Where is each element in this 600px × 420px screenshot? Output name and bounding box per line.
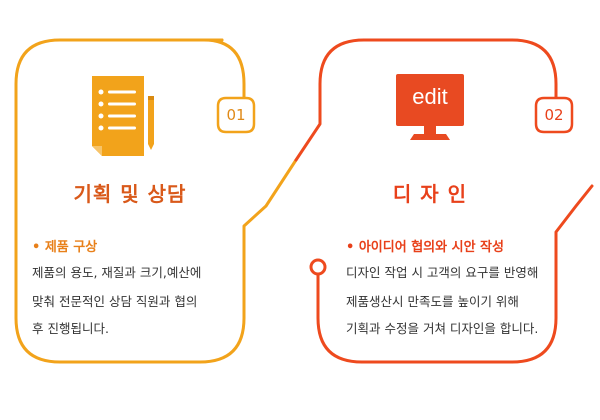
card-2-outline-bottom [316, 184, 594, 364]
card-body-line: 제품의 용도, 재질과 크기,예산에 [32, 265, 202, 280]
monitor-edit-label: edit [412, 84, 448, 109]
card-1-outline [14, 38, 298, 364]
step-number-02: 02 [544, 106, 564, 124]
card-planning: 01 기획 및 상담 • 제품 구상 제품의 용도, 재질과 크기,예산에 맞춰… [32, 72, 246, 336]
card-body-line: 제품생산시 만족도를 높이기 위해 [346, 294, 519, 309]
card-body-line: 디자인 작업 시 고객의 요구를 반영해 [346, 265, 539, 280]
card-1-outline-top [203, 38, 246, 112]
card-body-line: 후 진행됩니다. [32, 321, 109, 336]
monitor-edit-icon: edit [396, 74, 464, 144]
card-2-outline [294, 38, 558, 162]
card-body-line: 기획과 수정을 거쳐 디자인을 합니다. [346, 321, 539, 336]
badge-2-frame [534, 96, 574, 134]
card-title-design: 디 자 인 [392, 182, 468, 206]
card-2-outline-dot [309, 258, 327, 276]
card-subhead-design: • 아이디어 협의와 시안 작성 [346, 240, 504, 255]
document-list-pen-icon [92, 72, 158, 156]
card-body-line: 맞춰 전문적인 상담 직원과 협의 [32, 294, 198, 309]
card-subhead-planning: • 제품 구상 [32, 240, 98, 255]
card-title-planning: 기획 및 상담 [73, 182, 187, 206]
badge-1-frame [216, 96, 256, 134]
step-number-01: 01 [226, 106, 246, 124]
card-design: edit 02 디 자 인 • 아이디어 협의와 시안 작성 디자인 작업 시 … [300, 0, 600, 420]
